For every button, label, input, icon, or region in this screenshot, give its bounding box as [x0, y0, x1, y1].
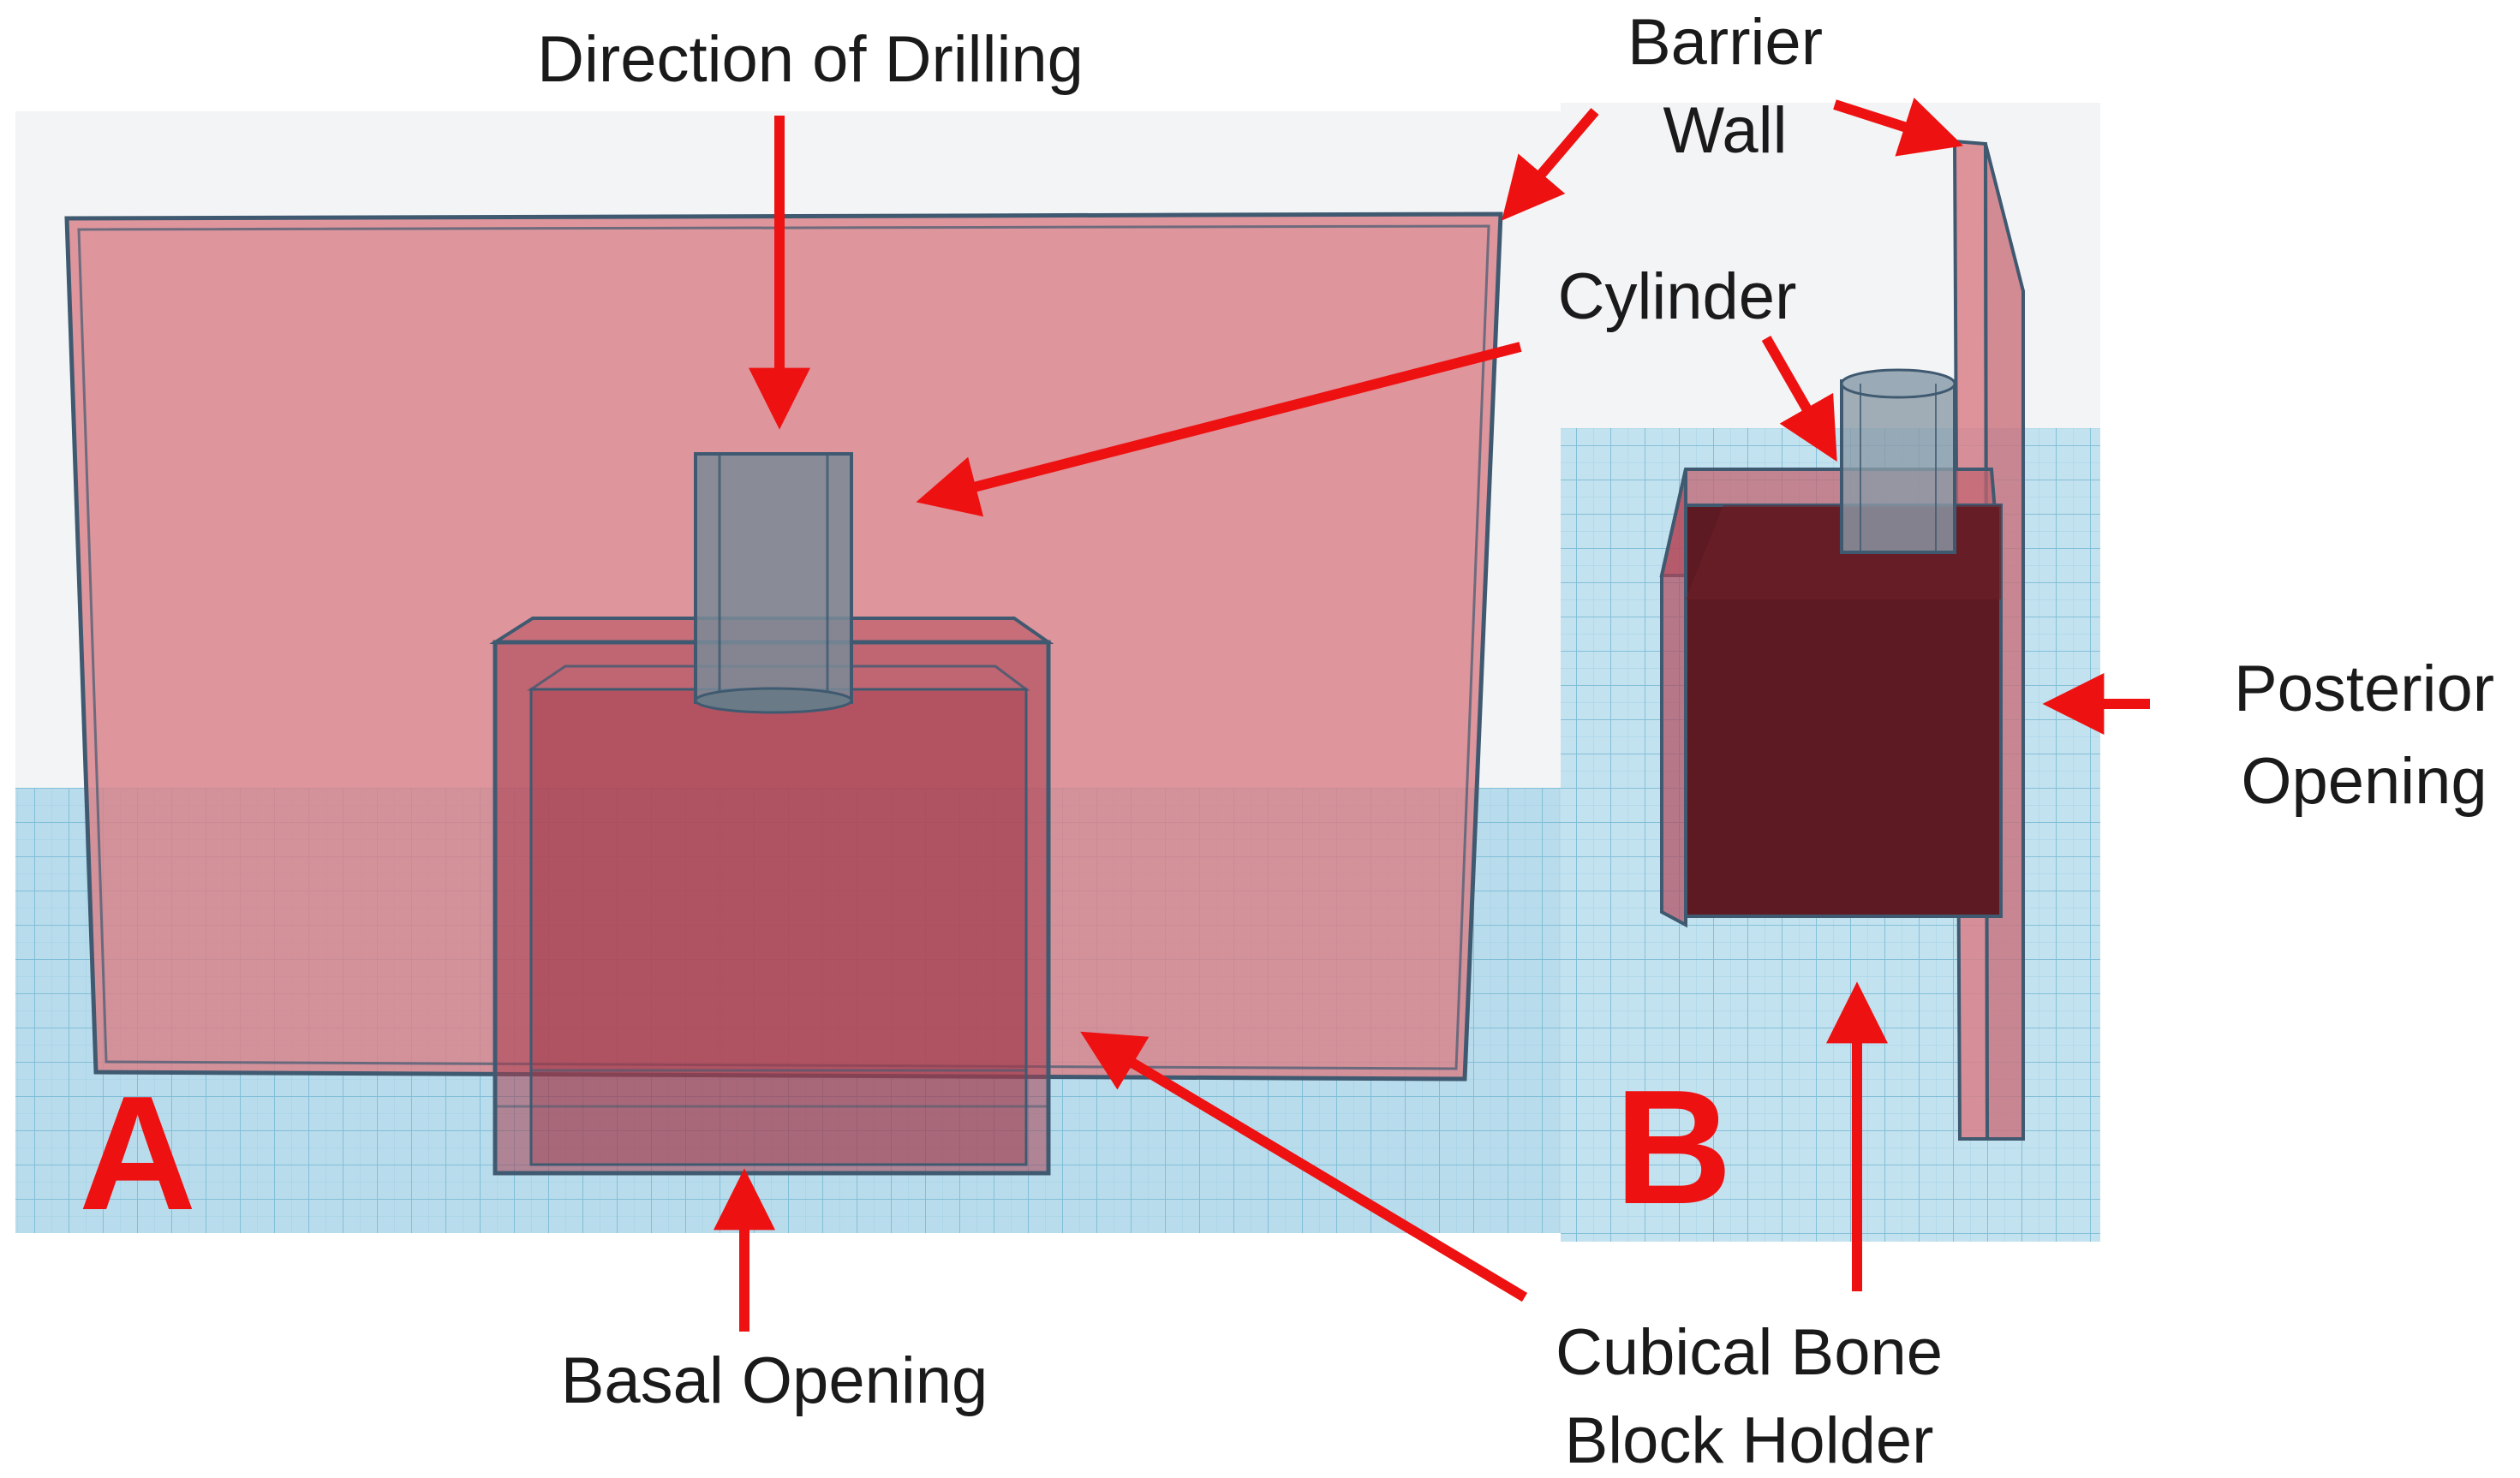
arrow-cylinder-b: [1761, 336, 1837, 462]
arrow-cubical-holder-a: [1080, 1031, 1528, 1302]
label-cubical-bone-line2: Block Holder: [1565, 1404, 1934, 1477]
annotation-arrows: [714, 97, 2150, 1332]
panel-label-b: B: [1615, 1057, 1732, 1238]
cylinder-panel-a: [694, 452, 853, 714]
panel-b-scene: [1561, 103, 2100, 1242]
label-posterior-opening-line1: Posterior: [2234, 653, 2494, 725]
label-direction-of-drilling: Direction of Drilling: [537, 23, 1084, 96]
label-cubical-bone-line1: Cubical Bone: [1556, 1316, 1943, 1389]
cylinder-panel-b: [1840, 368, 1956, 554]
arrow-barrier-wall-a: [1502, 108, 1599, 221]
label-posterior-opening-line2: Opening: [2241, 745, 2487, 818]
cubical-bone-block-holder-panel-a: [489, 617, 1054, 1176]
label-cylinder: Cylinder: [1558, 260, 1797, 333]
arrow-cylinder-a: [916, 342, 1522, 517]
panel-a-scene: [15, 111, 1566, 1233]
label-barrier-wall-line2: Wall: [1663, 94, 1788, 167]
label-basal-opening: Basal Opening: [561, 1344, 988, 1417]
label-barrier-wall-line1: Barrier: [1627, 6, 1823, 79]
arrow-barrier-wall-b: [1833, 97, 1963, 157]
panel-label-a: A: [79, 1063, 196, 1244]
